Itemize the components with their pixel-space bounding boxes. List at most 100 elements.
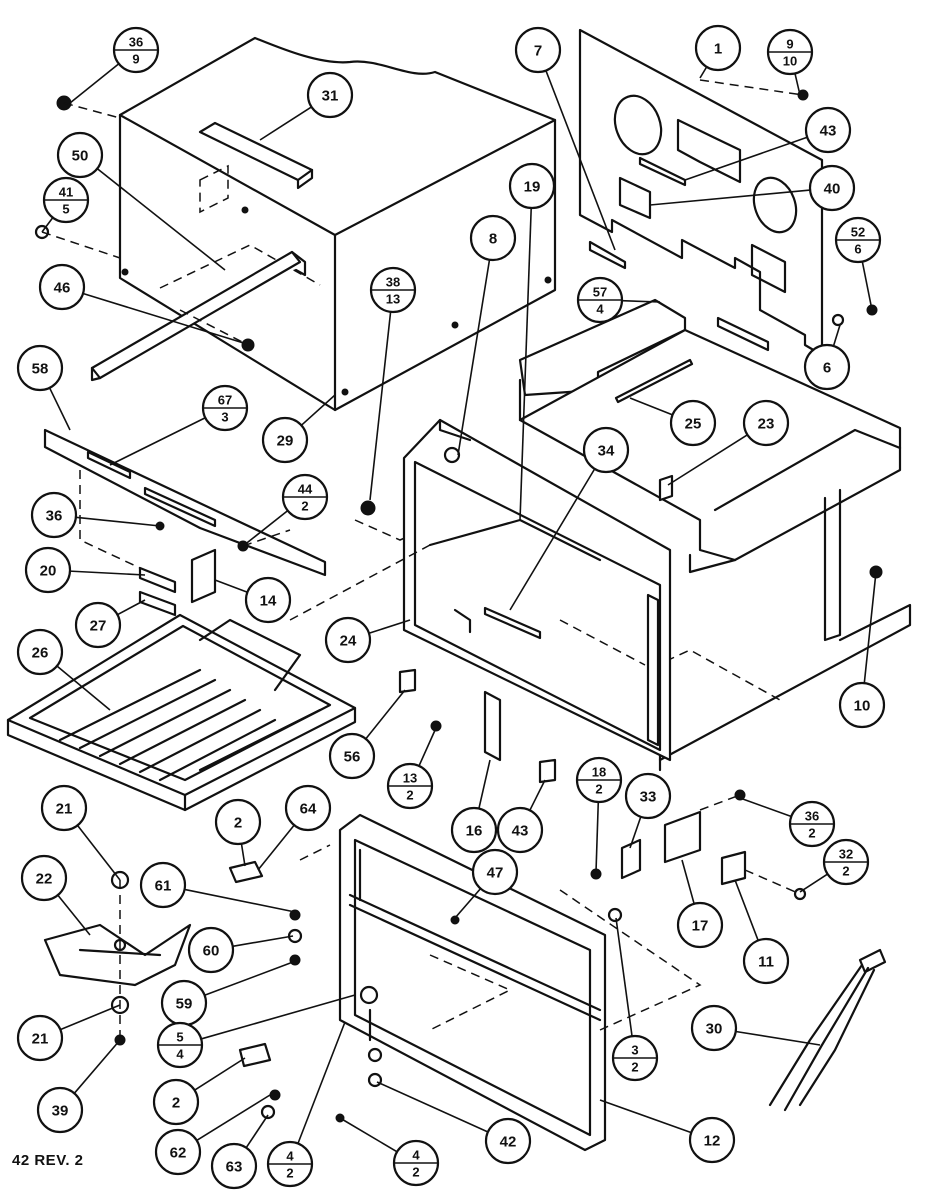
- callout-leader-line: [681, 859, 695, 905]
- callout-number: 2: [172, 1095, 180, 1112]
- callout-number: 59: [176, 996, 193, 1013]
- callout-circle: [328, 732, 376, 780]
- callout-number: 21: [56, 801, 73, 818]
- callout-number: 17: [692, 918, 709, 935]
- callout-number: 1: [714, 41, 722, 58]
- callout-circle: [152, 1078, 200, 1126]
- callout-3-2: 32: [611, 917, 659, 1082]
- callout-circle: [803, 343, 851, 391]
- callout-quantity: 4: [596, 302, 604, 317]
- callout-number: 24: [340, 633, 357, 650]
- callout-36-9: 369: [69, 26, 160, 104]
- callout-circle: [742, 399, 790, 447]
- callout-leader-line: [196, 1094, 271, 1142]
- callout-leader-line: [245, 1114, 269, 1149]
- callout-leader-line: [684, 136, 808, 181]
- callout-quantity: 2: [412, 1165, 419, 1180]
- callout-number: 4: [412, 1148, 420, 1163]
- callout-5-4: 54: [156, 994, 356, 1069]
- callout-22: 22: [20, 854, 91, 936]
- callout-circle: [306, 71, 354, 119]
- callout-number: 32: [839, 847, 853, 862]
- callout-leader-line: [629, 397, 673, 416]
- callout-60: 60: [187, 926, 294, 974]
- callout-leader-line: [56, 665, 111, 711]
- callout-circle: [16, 1014, 64, 1062]
- callout-21: 21: [16, 1004, 121, 1062]
- callout-7: 7: [514, 26, 616, 251]
- callout-18-2: 182: [575, 756, 623, 873]
- callout-64: 64: [257, 784, 332, 871]
- callout-quantity: 4: [176, 1047, 184, 1062]
- callout-40: 40: [649, 164, 856, 212]
- callout-32-2: 322: [799, 838, 870, 893]
- callout-circle: [24, 546, 72, 594]
- callout-leader-line: [204, 961, 294, 997]
- callout-leader-line: [57, 894, 91, 936]
- callout-number: 12: [704, 1133, 721, 1150]
- callout-quantity: 2: [631, 1060, 638, 1075]
- callout-8: 8: [457, 214, 517, 456]
- callout-leader-line: [242, 510, 289, 547]
- callout-number: 16: [466, 823, 483, 840]
- callout-leader-line: [257, 824, 295, 871]
- callout-quantity: 3: [221, 410, 228, 425]
- callout-number: 6: [823, 360, 831, 377]
- callout-quantity: 13: [386, 292, 400, 307]
- callout-39: 39: [36, 1039, 121, 1134]
- callout-number: 18: [592, 765, 606, 780]
- callout-2: 2: [152, 1057, 246, 1126]
- callout-number: 7: [534, 43, 542, 60]
- callout-leader-line: [117, 599, 146, 616]
- callout-circle: [40, 784, 88, 832]
- callout-number: 10: [854, 698, 871, 715]
- callout-leader-line: [259, 106, 312, 141]
- callout-33: 33: [624, 772, 672, 849]
- callout-leader-line: [699, 66, 708, 79]
- callout-circle: [624, 772, 672, 820]
- callout-number: 31: [322, 88, 339, 105]
- callout-quantity: 2: [808, 826, 815, 841]
- callout-quantity: 2: [286, 1166, 293, 1181]
- callout-circle: [139, 861, 187, 909]
- callout-leader-line: [478, 759, 491, 809]
- callout-34: 34: [509, 426, 630, 611]
- callout-58: 58: [16, 344, 71, 431]
- callout-number: 62: [170, 1145, 187, 1162]
- callout-leader-line: [194, 1057, 246, 1091]
- callout-circle: [214, 798, 262, 846]
- callout-44-2: 442: [242, 473, 329, 547]
- callout-circle: [74, 601, 122, 649]
- callout-number: 30: [706, 1021, 723, 1038]
- callout-circle: [261, 416, 309, 464]
- callout-leader-line: [109, 417, 206, 466]
- callout-47: 47: [454, 848, 519, 919]
- callout-quantity: 6: [854, 242, 861, 257]
- callout-leader-line: [667, 434, 748, 486]
- callout-4-2: 42: [339, 1117, 440, 1187]
- callout-42: 42: [376, 1081, 532, 1165]
- callout-2: 2: [214, 798, 262, 867]
- callout-circle: [187, 926, 235, 974]
- callout-number: 42: [500, 1134, 517, 1151]
- callout-29: 29: [261, 394, 336, 464]
- callout-leader-line: [73, 1039, 121, 1094]
- callout-quantity: 2: [406, 788, 413, 803]
- callout-36: 36: [30, 491, 161, 539]
- callout-circle: [324, 616, 372, 664]
- callout-number: 56: [344, 749, 361, 766]
- callout-13-2: 132: [386, 727, 437, 810]
- callout-number: 61: [155, 878, 172, 895]
- callout-circle: [210, 1142, 258, 1190]
- callout-61: 61: [139, 861, 296, 913]
- callout-number: 19: [524, 179, 541, 196]
- callout-number: 43: [512, 823, 529, 840]
- callout-leader-line: [368, 619, 411, 635]
- callout-number: 47: [487, 865, 504, 882]
- callout-17: 17: [676, 859, 724, 949]
- callout-circle: [471, 848, 519, 896]
- callout-leader-line: [629, 816, 642, 849]
- callout-circle: [688, 1116, 736, 1164]
- callout-52-6: 526: [834, 216, 882, 311]
